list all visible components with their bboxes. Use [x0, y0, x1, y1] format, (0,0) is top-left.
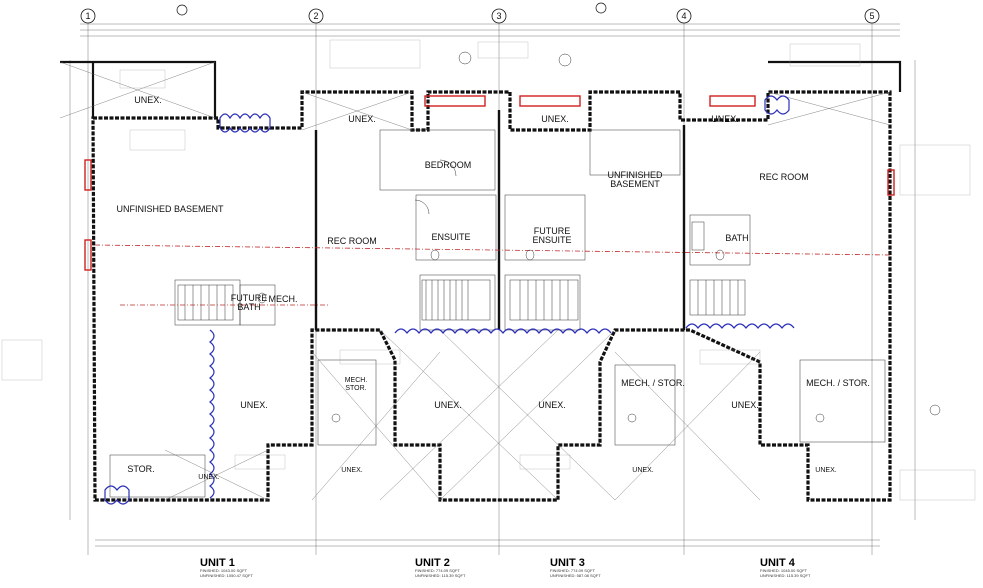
dimension-lines: [69, 23, 916, 547]
room-label-unex-u3-top: UNEX.: [541, 114, 569, 124]
room-label-ensuite-3: ENSUITE: [532, 235, 571, 245]
unit-4-unfinished: UNFINISHED: 115.39 SQFT: [760, 573, 811, 578]
section-markers: [176, 2, 607, 16]
room-label-stor-1: STOR.: [127, 464, 154, 474]
grid-label-5: 5: [869, 11, 874, 21]
interior-walls: [109, 110, 886, 498]
unit-3-finished: FINISHED: 774.09 SQFT: [550, 568, 595, 573]
room-label-unex-top-left: UNEX.: [134, 95, 162, 105]
room-label-bedroom-2: BEDROOM: [425, 160, 472, 170]
room-label-bath-1: BATH: [237, 302, 260, 312]
room-label-bath-4: BATH: [725, 233, 748, 243]
unit-titles: UNIT 1 FINISHED: 1043.00 SQFT UNFINISHED…: [200, 557, 811, 578]
fixtures: [257, 51, 941, 423]
unit-title-3: UNIT 3: [550, 557, 585, 569]
room-label-unfinished-basement-1: UNFINISHED BASEMENT: [116, 204, 224, 214]
unit-3-unfinished: UNFINISHED: 587.08 SQFT: [550, 573, 601, 578]
room-label-basement-3: BASEMENT: [610, 179, 660, 189]
room-label-garage-unex-4: UNEX.: [731, 400, 759, 410]
room-label-unex-small-1: UNEX.: [198, 474, 219, 481]
room-labels: UNEX. UNEX. UNEX. UNEX. UNFINISHED BASEM…: [116, 95, 869, 481]
room-label-mech-2: MECH.: [345, 377, 368, 384]
unit-2-finished: FINISHED: 774.09 SQFT: [415, 568, 460, 573]
grid-label-4: 4: [681, 11, 686, 21]
room-label-unex-u4-top: UNEX.: [711, 114, 739, 124]
room-label-stor-2: STOR.: [345, 385, 366, 392]
unit-2-unfinished: UNFINISHED: 115.39 SQFT: [415, 573, 466, 578]
grid-label-3: 3: [496, 11, 501, 21]
unit-title-2: UNIT 2: [415, 557, 450, 569]
room-label-future-3: FUTURE: [534, 226, 571, 236]
room-label-garage-unex-1: UNEX.: [240, 400, 268, 410]
room-label-mech-stor-3: MECH. / STOR.: [621, 378, 685, 388]
room-label-unex-small-2: UNEX.: [341, 467, 362, 474]
room-label-mech-stor-4: MECH. / STOR.: [806, 378, 870, 388]
grid-label-2: 2: [313, 11, 318, 21]
stairs: [177, 279, 746, 321]
exterior-walls: [60, 60, 902, 502]
room-label-ensuite-2: ENSUITE: [431, 232, 470, 242]
room-label-garage-unex-3: UNEX.: [538, 400, 566, 410]
unit-title-1: UNIT 1: [200, 557, 235, 569]
unit-1-unfinished: UNFINISHED: 1050.47 SQFT: [200, 573, 253, 578]
unexcavated-areas: [59, 61, 891, 501]
room-label-unex-u2-top: UNEX.: [348, 114, 376, 124]
room-label-garage-unex-2: UNEX.: [434, 400, 462, 410]
redline-markups: [84, 95, 895, 306]
revision-clouds: [104, 95, 795, 505]
unit-4-finished: FINISHED: 1045.00 SQFT: [760, 568, 808, 573]
room-label-unfinished-3: UNFINISHED: [607, 170, 663, 180]
unit-1-finished: FINISHED: 1043.00 SQFT: [200, 568, 248, 573]
unit-title-4: UNIT 4: [760, 557, 796, 569]
room-label-unex-small-4: UNEX.: [815, 467, 836, 474]
annotation-notes: [1, 39, 976, 501]
room-label-rec-room-4: REC ROOM: [759, 172, 809, 182]
room-label-rec-room-2: REC ROOM: [327, 236, 377, 246]
room-label-unex-small-3: UNEX.: [632, 467, 653, 474]
room-label-mech-1: MECH.: [269, 294, 298, 304]
room-label-future-1: FUTURE: [231, 293, 268, 303]
grid-label-1: 1: [85, 11, 90, 21]
